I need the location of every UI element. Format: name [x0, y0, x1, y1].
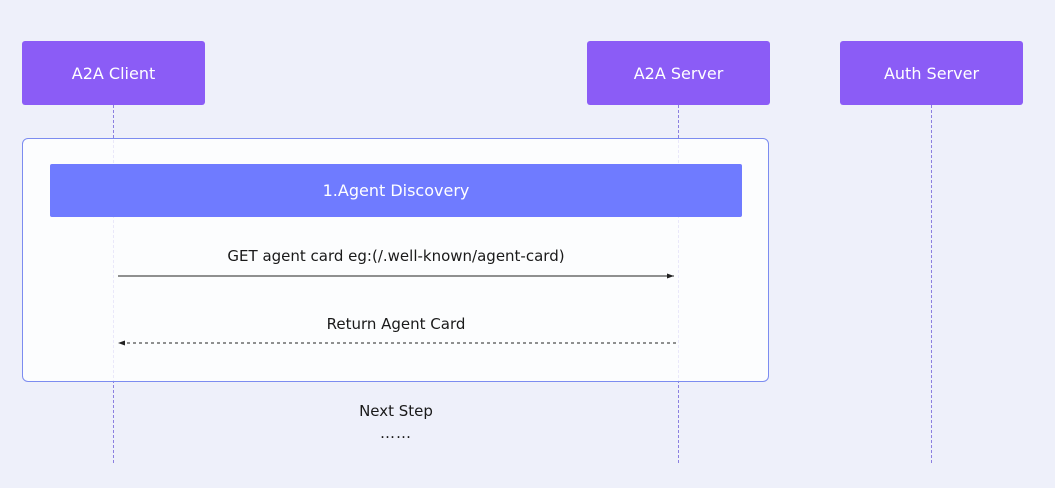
participant-a2a-client: A2A Client	[22, 41, 205, 105]
participant-auth-server: Auth Server	[840, 41, 1023, 105]
participant-a2a-server: A2A Server	[587, 41, 770, 105]
participant-label: Auth Server	[883, 63, 980, 83]
message-get-agent-card-label: GET agent card eg:(/.well-known/agent-ca…	[227, 247, 565, 265]
lifeline-auth-server	[931, 105, 932, 463]
agent-discovery-header: 1.Agent Discovery	[50, 164, 742, 217]
next-step-label: Next Step	[359, 402, 433, 420]
participant-label: A2A Client	[71, 63, 156, 83]
next-step-ellipsis: ……	[380, 424, 412, 442]
section-title: 1.Agent Discovery	[322, 181, 470, 200]
participant-label: A2A Server	[633, 63, 724, 83]
message-return-agent-card-label: Return Agent Card	[326, 315, 466, 333]
